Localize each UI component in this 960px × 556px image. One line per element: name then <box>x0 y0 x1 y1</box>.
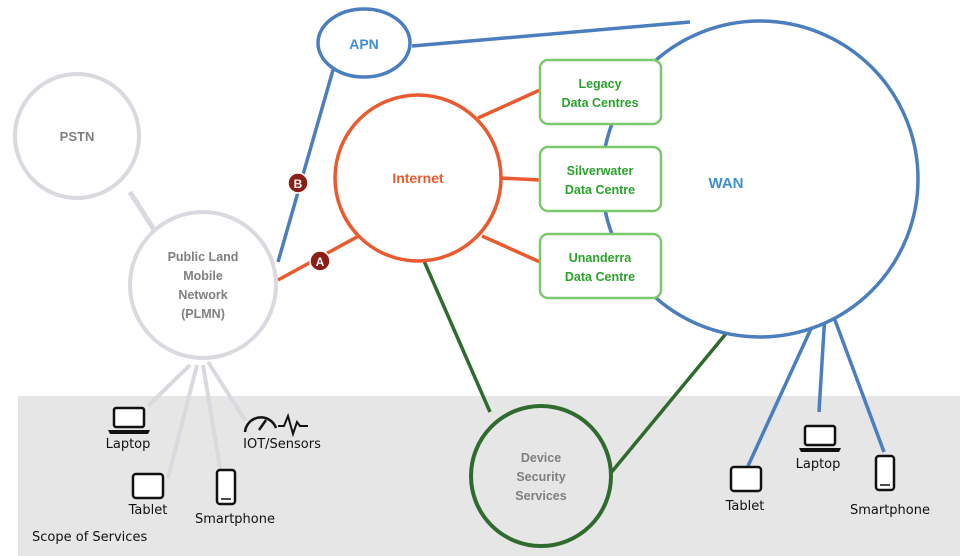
internet-legacy-link <box>477 88 541 120</box>
gauge-icon <box>243 416 278 433</box>
unanderra-label-line2: Data Centre <box>565 270 635 284</box>
apn-label: APN <box>349 36 379 52</box>
plmn-tablet-link <box>166 364 199 479</box>
unanderra-label-line1: Unanderra <box>569 251 633 265</box>
wan-label: WAN <box>709 175 744 192</box>
tablet-icon <box>131 472 165 500</box>
laptop-icon <box>108 406 150 434</box>
plmn-iot-link <box>206 360 247 422</box>
left-smartphone-device[interactable]: Smartphone <box>195 468 275 527</box>
plmn-apn-link <box>276 69 335 263</box>
right-smartphone-device[interactable]: Smartphone <box>850 454 930 518</box>
plmn-smartphone-link <box>201 364 224 481</box>
pstn-label: PSTN <box>60 129 95 144</box>
right-tablet-label: Tablet <box>725 499 765 514</box>
pulse-icon <box>278 412 308 438</box>
wan-smartphone-link <box>824 295 886 453</box>
device-security-label-line2: Security <box>516 470 565 484</box>
plmn-node[interactable]: Public Land Mobile Network (PLMN) <box>128 210 278 360</box>
left-laptop-label: Laptop <box>106 437 151 452</box>
left-laptop-device[interactable]: Laptop <box>106 406 151 452</box>
badge-a[interactable]: A <box>309 250 331 272</box>
silverwater-label-line1: Silverwater <box>567 164 634 178</box>
unanderra-data-centre-box[interactable]: Unanderra Data Centre <box>538 232 663 300</box>
right-laptop-label: Laptop <box>796 457 841 472</box>
badge-b[interactable]: B <box>287 172 309 194</box>
wan-node[interactable]: WAN <box>600 19 920 339</box>
silverwater-data-centre-box[interactable]: Silverwater Data Centre <box>538 145 663 213</box>
left-iot-device[interactable]: IOT/Sensors <box>243 412 321 452</box>
plmn-label-line2: Mobile <box>183 269 223 283</box>
apn-node[interactable]: APN <box>316 7 412 79</box>
smartphone-icon <box>215 468 237 506</box>
silverwater-label-line2: Data Centre <box>565 183 635 197</box>
plmn-laptop-link <box>146 363 192 408</box>
left-tablet-label: Tablet <box>128 503 168 518</box>
apn-wan-link <box>411 20 691 48</box>
badge-a-label: A <box>316 255 325 269</box>
pstn-plmn-link <box>127 190 161 238</box>
left-tablet-device[interactable]: Tablet <box>128 472 168 518</box>
device-security-label-line3: Services <box>515 489 566 503</box>
right-tablet-device[interactable]: Tablet <box>725 465 765 514</box>
laptop-icon <box>799 424 841 452</box>
legacy-label-line2: Data Centres <box>561 96 638 110</box>
device-security-label-line1: Device <box>521 451 561 465</box>
badge-b-label: B <box>294 177 303 191</box>
internet-label: Internet <box>392 170 444 186</box>
plmn-label-line1: Public Land <box>168 250 239 264</box>
left-smartphone-label: Smartphone <box>195 512 275 527</box>
plmn-label-line3: Network <box>178 288 227 302</box>
right-smartphone-label: Smartphone <box>850 503 930 518</box>
internet-node[interactable]: Internet <box>333 93 503 263</box>
internet-silverwater-link <box>499 176 541 182</box>
device-security-node[interactable]: Device Security Services <box>469 404 613 548</box>
wan-device-security-link <box>608 328 731 476</box>
internet-device-security-link <box>419 253 492 413</box>
left-iot-label: IOT/Sensors <box>243 437 321 452</box>
internet-unanderra-link <box>481 234 541 264</box>
tablet-icon <box>729 465 763 493</box>
scope-of-services-label: Scope of Services <box>32 530 148 545</box>
smartphone-icon <box>874 454 896 492</box>
right-laptop-device[interactable]: Laptop <box>796 424 841 472</box>
plmn-label-line4: (PLMN) <box>181 307 225 321</box>
pstn-node[interactable]: PSTN <box>13 72 141 200</box>
legacy-data-centres-box[interactable]: Legacy Data Centres <box>538 58 663 126</box>
legacy-label-line1: Legacy <box>578 77 621 91</box>
